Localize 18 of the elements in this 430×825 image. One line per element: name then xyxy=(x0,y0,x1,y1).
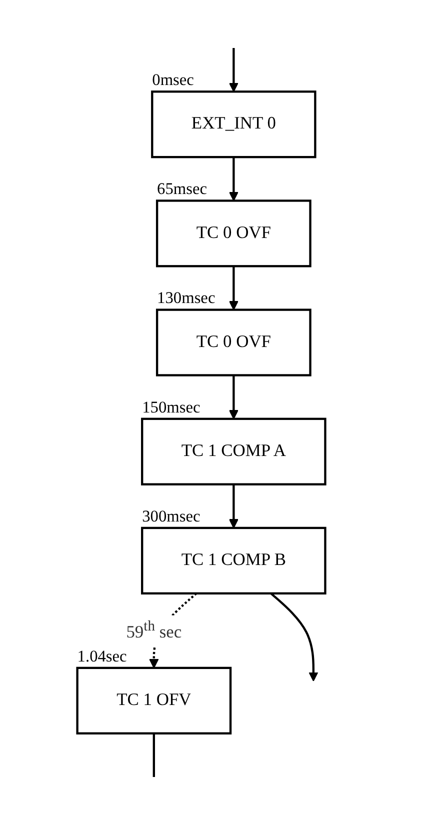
process-box: TC 0 OVF xyxy=(156,308,312,376)
arrow xyxy=(228,266,238,310)
arrow xyxy=(228,157,238,202)
time-label: 0msec xyxy=(152,70,194,90)
process-box: TC 1 OFV xyxy=(76,666,232,734)
time-label: 1.04sec xyxy=(77,646,127,666)
time-label: 300msec xyxy=(142,506,200,526)
time-label: 150msec xyxy=(142,397,200,416)
time-label: 65msec xyxy=(157,179,208,198)
process-box: TC 0 OVF xyxy=(156,200,312,268)
arrow xyxy=(270,592,318,682)
time-label: 130msec xyxy=(157,288,216,308)
process-box: TC 1 COMP A xyxy=(141,418,326,486)
arrow xyxy=(228,484,238,528)
process-box: TC 1 COMP B xyxy=(141,526,326,594)
arrow xyxy=(228,375,238,420)
process-box: EXT_INT 0 xyxy=(151,90,316,158)
arrow xyxy=(228,48,238,92)
